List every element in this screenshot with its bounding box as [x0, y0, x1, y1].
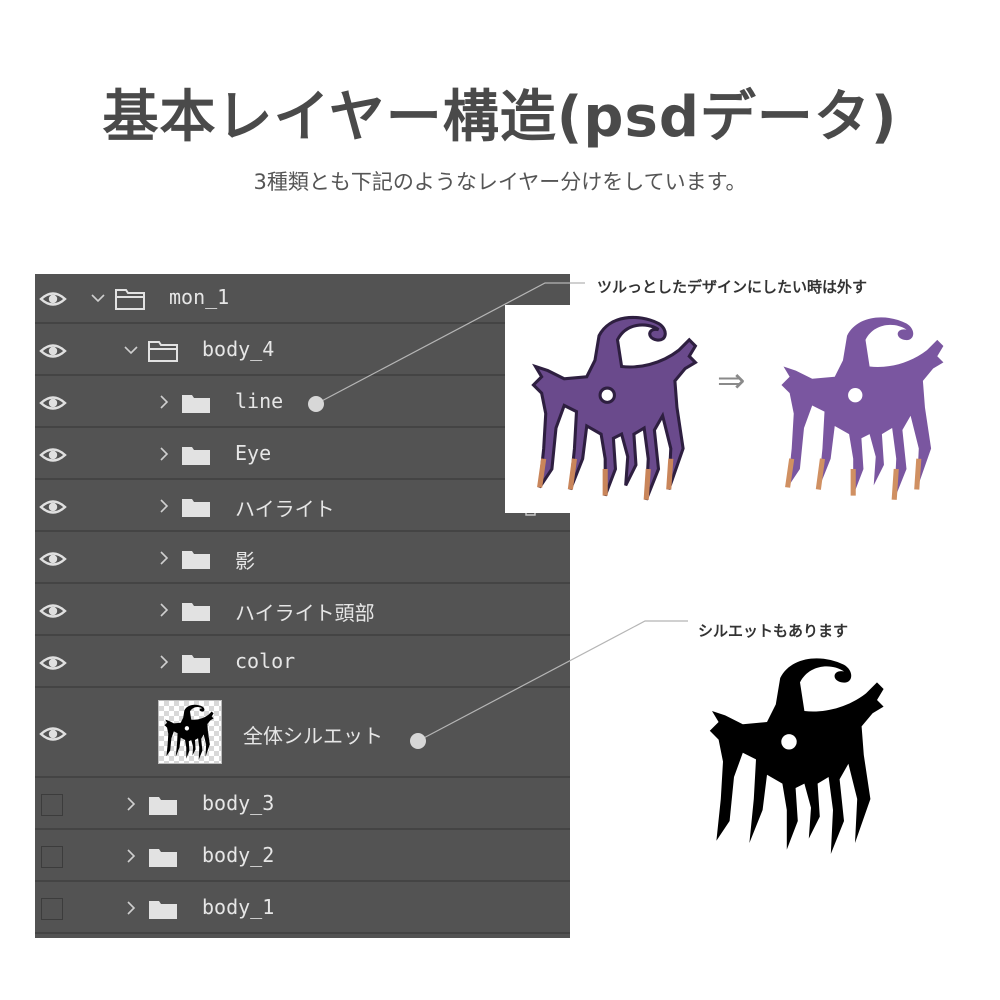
folder-icon — [181, 496, 211, 518]
layer-row-color[interactable]: color — [35, 638, 570, 688]
chevron-right-icon[interactable] — [157, 655, 171, 669]
folder-icon — [181, 548, 211, 570]
layer-name: color — [235, 649, 296, 673]
folder-icon — [181, 392, 211, 414]
eye-icon[interactable] — [39, 547, 67, 571]
layer-row-body-1[interactable]: body_1 — [35, 884, 570, 934]
layer-row-highlight[interactable]: ハイライト — [35, 482, 570, 532]
layer-row-body-3[interactable]: body_3 — [35, 780, 570, 830]
line-annotation-note: ツルっとしたデザインにしたい時は外す — [597, 278, 868, 296]
chevron-right-icon[interactable] — [157, 499, 171, 513]
layer-row-body-4[interactable]: body_4 — [35, 326, 570, 376]
silhouette-image — [690, 645, 910, 865]
eye-icon[interactable] — [39, 443, 67, 467]
eye-icon[interactable] — [39, 495, 67, 519]
folder-icon — [181, 652, 211, 674]
layer-row-mon-1[interactable]: mon_1 — [35, 274, 570, 324]
layer-name: body_4 — [202, 337, 275, 361]
visibility-checkbox[interactable] — [41, 794, 63, 816]
layer-row-silhouette[interactable]: 全体シルエット — [35, 690, 570, 778]
silhouette-thumbnail-image — [159, 701, 221, 763]
layer-name: ハイライト頭部 — [235, 601, 375, 625]
creature-with-line-image — [515, 305, 720, 510]
silhouette-annotation-note: シルエットもあります — [698, 622, 849, 640]
folder-icon — [148, 794, 178, 816]
layer-name: ハイライト — [235, 497, 335, 521]
page-title: 基本レイヤー構造(psdデータ) — [102, 85, 898, 150]
page-subtitle: 3種類とも下記のようなレイヤー分けをしています。 — [253, 170, 747, 194]
chevron-right-icon[interactable] — [157, 395, 171, 409]
layer-row-shadow[interactable]: 影 — [35, 534, 570, 584]
eye-icon[interactable] — [39, 339, 67, 363]
visibility-checkbox[interactable] — [41, 846, 63, 868]
eye-icon[interactable] — [39, 722, 67, 746]
comparison-artwork: ⇒ — [505, 305, 975, 513]
chevron-right-icon[interactable] — [157, 551, 171, 565]
layer-name: mon_1 — [169, 285, 230, 309]
chevron-right-icon[interactable] — [124, 797, 138, 811]
layer-row-line[interactable]: line — [35, 378, 570, 428]
layer-name: Eye — [235, 441, 272, 465]
layer-row-highlight-head[interactable]: ハイライト頭部 — [35, 586, 570, 636]
layer-name: 影 — [235, 549, 255, 573]
chevron-down-icon[interactable] — [91, 291, 105, 305]
layer-thumbnail — [158, 700, 222, 764]
folder-icon — [181, 444, 211, 466]
chevron-right-icon[interactable] — [157, 447, 171, 461]
folder-icon — [181, 600, 211, 622]
eye-icon[interactable] — [39, 651, 67, 675]
layer-row-eye[interactable]: Eye — [35, 430, 570, 480]
layer-name: body_3 — [202, 791, 275, 815]
folder-icon — [148, 846, 178, 868]
chevron-down-icon[interactable] — [124, 343, 138, 357]
visibility-checkbox[interactable] — [41, 898, 63, 920]
layer-name: 全体シルエット — [243, 724, 383, 748]
layers-panel: mon_1 body_4 line Eye ハイライト 影 — [35, 274, 570, 938]
eye-icon[interactable] — [39, 287, 67, 311]
folder-icon — [148, 898, 178, 920]
eye-icon[interactable] — [39, 391, 67, 415]
arrow-text: ⇒ — [717, 361, 746, 401]
folder-open-icon — [115, 288, 145, 310]
chevron-right-icon[interactable] — [124, 849, 138, 863]
folder-open-icon — [148, 340, 178, 362]
creature-without-line-image — [763, 305, 968, 500]
layer-name: body_1 — [202, 895, 275, 919]
layer-name: body_2 — [202, 843, 275, 867]
chevron-right-icon[interactable] — [157, 603, 171, 617]
layer-row-body-2[interactable]: body_2 — [35, 832, 570, 882]
layer-name: line — [235, 389, 284, 413]
chevron-right-icon[interactable] — [124, 901, 138, 915]
eye-icon[interactable] — [39, 599, 67, 623]
